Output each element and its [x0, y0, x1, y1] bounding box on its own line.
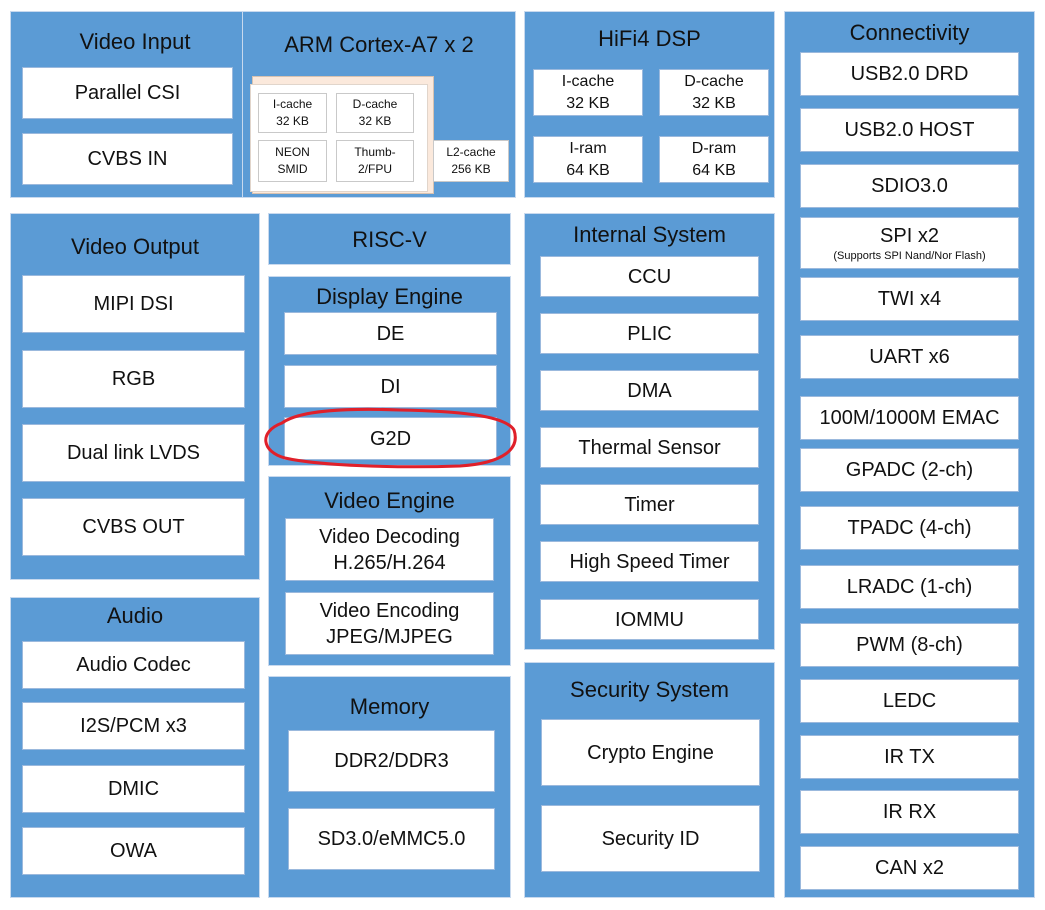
video-encoding-label: Video Encoding — [319, 599, 460, 622]
connectivity-title: Connectivity — [849, 20, 970, 45]
rgb-block: RGB — [22, 350, 245, 408]
security-system-panel: Security System Crypto Engine Security I… — [524, 662, 775, 898]
ddr-block: DDR2/DDR3 — [288, 730, 495, 792]
arm-thumb-label: Thumb- — [354, 145, 396, 159]
can-block: CAN x2 — [800, 846, 1019, 890]
ledc-block: LEDC — [800, 679, 1019, 723]
cvbs-in-block: CVBS IN — [22, 133, 233, 185]
tpadc-block: TPADC (4-ch) — [800, 506, 1019, 550]
security-system-title: Security System — [570, 677, 729, 702]
dsp-icache-label: I-cache — [561, 72, 615, 90]
dsp-iram-block: I-ram 64 KB — [533, 136, 643, 183]
iommu-block: IOMMU — [540, 599, 759, 640]
pwm-block: PWM (8-ch) — [800, 623, 1019, 667]
video-input-title: Video Input — [79, 29, 191, 54]
dsp-dcache-block: D-cache 32 KB — [659, 69, 769, 116]
riscv-title: RISC-V — [352, 227, 427, 252]
video-output-panel: Video Output MIPI DSI RGB Dual link LVDS… — [10, 213, 260, 580]
arm-neon-label: NEON — [275, 145, 310, 159]
sd-emmc-block: SD3.0/eMMC5.0 — [288, 808, 495, 870]
arm-neon-block: NEON SMID — [258, 140, 327, 182]
sdio-block: SDIO3.0 — [800, 164, 1019, 208]
audio-codec-block: Audio Codec — [22, 641, 245, 689]
arm-smid-label: SMID — [277, 162, 308, 176]
dsp-icache-block: I-cache 32 KB — [533, 69, 643, 116]
dual-link-lvds-block: Dual link LVDS — [22, 424, 245, 482]
usb-host-block: USB2.0 HOST — [800, 108, 1019, 152]
arm-l2cache-block: L2-cache 256 KB — [433, 140, 509, 182]
arm-dcache-label: D-cache — [352, 97, 398, 111]
dma-block: DMA — [540, 370, 759, 411]
dsp-dcache-size: 32 KB — [692, 94, 736, 112]
hifi4-dsp-title: HiFi4 DSP — [598, 26, 701, 51]
i2s-pcm-block: I2S/PCM x3 — [22, 702, 245, 750]
video-decoding-codecs: H.265/H.264 — [333, 551, 446, 574]
spi-label: SPI x2 — [880, 225, 939, 247]
uart-block: UART x6 — [800, 335, 1019, 379]
arm-fpu-label: 2/FPU — [357, 162, 392, 176]
gpadc-block: GPADC (2-ch) — [800, 448, 1019, 492]
arm-cortex-panel: ARM Cortex-A7 x 2 I-cache 32 KB D-cache 32… — [242, 11, 516, 198]
timer-block: Timer — [540, 484, 759, 525]
riscv-panel: RISC-V — [268, 213, 511, 265]
audio-panel: Audio Audio Codec I2S/PCM x3 DMIC OWA — [10, 597, 260, 898]
arm-icache-size: 32 KB — [276, 114, 309, 128]
video-input-panel: Video Input Parallel CSI CVBS IN — [10, 11, 260, 198]
cvbs-out-block: CVBS OUT — [22, 498, 245, 556]
dsp-dram-label: D-ram — [691, 139, 737, 157]
video-encoding-codecs: JPEG/MJPEG — [326, 625, 453, 648]
arm-dcache-block: D-cache 32 KB — [336, 93, 414, 133]
arm-icache-block: I-cache 32 KB — [258, 93, 327, 133]
g2d-block: G2D — [284, 417, 497, 460]
arm-l2cache-size: 256 KB — [451, 162, 491, 176]
arm-l2cache-label: L2-cache — [446, 145, 496, 159]
security-id-block: Security ID — [541, 805, 760, 872]
owa-block: OWA — [22, 827, 245, 875]
video-engine-title: Video Engine — [324, 488, 455, 513]
usb-drd-block: USB2.0 DRD — [800, 52, 1019, 96]
dmic-block: DMIC — [22, 765, 245, 813]
internal-system-panel: Internal System CCU PLIC DMA Thermal Sen… — [524, 213, 775, 650]
high-speed-timer-block: High Speed Timer — [540, 541, 759, 582]
arm-icache-label: I-cache — [272, 97, 313, 111]
dsp-dram-size: 64 KB — [692, 161, 736, 179]
audio-title: Audio — [106, 603, 164, 628]
dsp-dcache-label: D-cache — [684, 72, 744, 90]
twi-block: TWI x4 — [800, 277, 1019, 321]
memory-panel: Memory DDR2/DDR3 SD3.0/eMMC5.0 — [268, 676, 511, 898]
dsp-icache-size: 32 KB — [566, 94, 610, 112]
lradc-block: LRADC (1-ch) — [800, 565, 1019, 609]
plic-block: PLIC — [540, 313, 759, 354]
memory-title: Memory — [349, 694, 430, 719]
video-output-title: Video Output — [70, 234, 200, 259]
crypto-engine-block: Crypto Engine — [541, 719, 760, 786]
ccu-block: CCU — [540, 256, 759, 297]
de-block: DE — [284, 312, 497, 355]
mipi-dsi-block: MIPI DSI — [22, 275, 245, 333]
spi-block: SPI x2 (Supports SPI Nand/Nor Flash) — [800, 217, 1019, 269]
parallel-csi-block: Parallel CSI — [22, 67, 233, 119]
connectivity-panel: Connectivity USB2.0 DRD USB2.0 HOST SDIO… — [784, 11, 1035, 898]
ir-rx-block: IR RX — [800, 790, 1019, 834]
video-decoding-label: Video Decoding — [319, 525, 460, 548]
dsp-dram-block: D-ram 64 KB — [659, 136, 769, 183]
di-block: DI — [284, 365, 497, 408]
hifi4-dsp-panel: HiFi4 DSP I-cache 32 KB D-cache 32 KB I-ra… — [524, 11, 775, 198]
arm-thumb-block: Thumb- 2/FPU — [336, 140, 414, 182]
dsp-iram-size: 64 KB — [566, 161, 610, 179]
spi-note: (Supports SPI Nand/Nor Flash) — [833, 250, 986, 262]
display-engine-title: Display Engine — [316, 284, 463, 309]
dsp-iram-label: I-ram — [569, 139, 607, 157]
arm-cortex-title: ARM Cortex-A7 x 2 — [284, 32, 474, 57]
emac-block: 100M/1000M EMAC — [800, 396, 1019, 440]
arm-dcache-size: 32 KB — [358, 114, 392, 128]
ir-tx-block: IR TX — [800, 735, 1019, 779]
internal-system-title: Internal System — [573, 222, 726, 247]
thermal-sensor-block: Thermal Sensor — [540, 427, 759, 468]
display-engine-panel: Display Engine DE DI G2D — [268, 276, 511, 466]
